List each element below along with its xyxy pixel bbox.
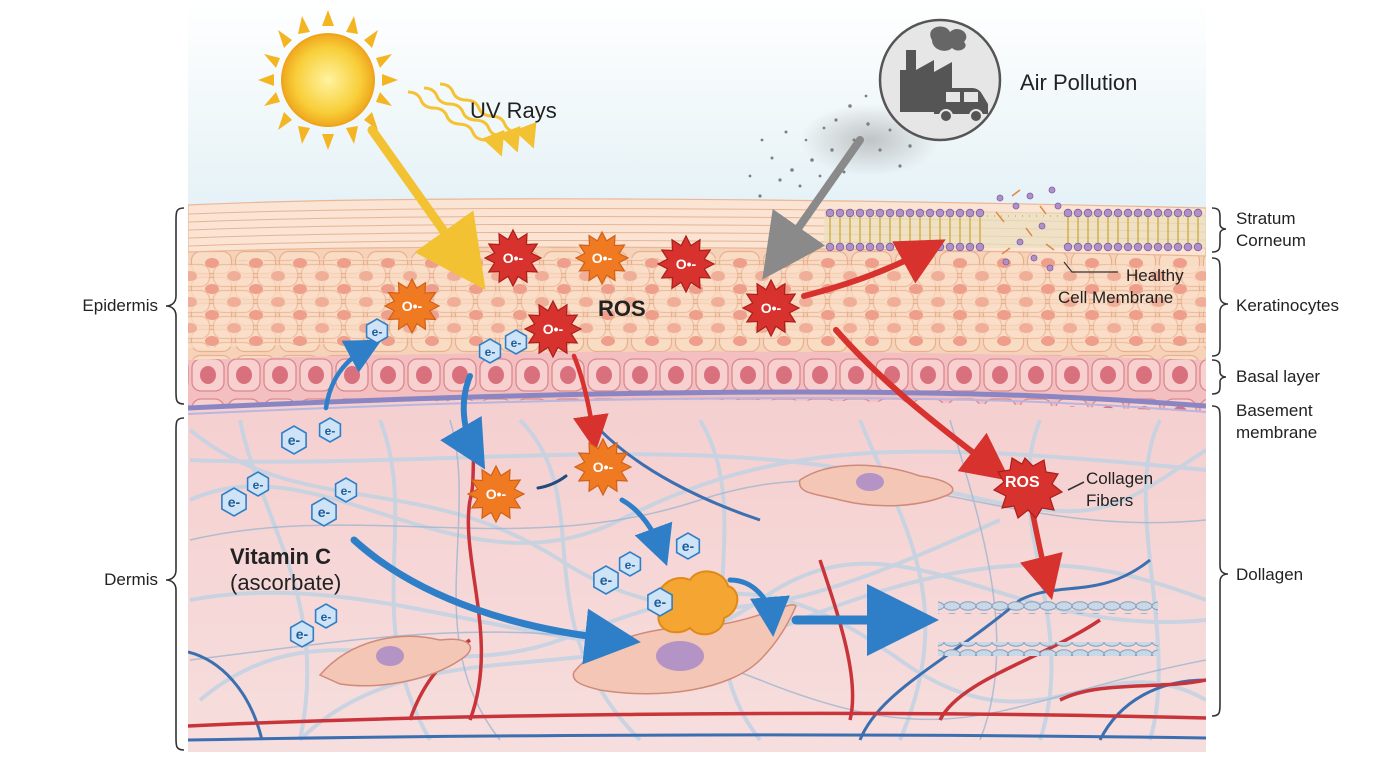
superoxide-symbol: O•-: [503, 250, 524, 266]
ros-red-arrows: [571, 239, 1063, 601]
electron-symbol: e-: [654, 594, 667, 610]
fibroblast-upper: [798, 464, 954, 507]
electron-hex-3: e-: [504, 329, 528, 355]
electron-hex-7: e-: [246, 471, 270, 497]
label-collagen: Collagen: [1086, 469, 1154, 488]
electron-hex-10: e-: [289, 620, 315, 648]
fibroblast-lower-left: [318, 635, 472, 687]
ros-burst-3: O•-: [656, 234, 716, 294]
ros-burst-1: O•-: [483, 228, 543, 288]
label-epidermis: Epidermis: [82, 296, 158, 315]
electron-hex-11: e-: [314, 603, 338, 629]
ros-burst-8: O•-: [466, 464, 526, 524]
electron-blue-arrows: [323, 339, 939, 665]
label-ascorbate: (ascorbate): [230, 570, 342, 595]
superoxide-symbol: O•-: [592, 250, 613, 266]
label-keratinocytes: Keratinocytes: [1236, 296, 1339, 315]
superoxide-symbol: O•-: [543, 321, 564, 337]
electron-symbol: e-: [625, 558, 636, 572]
label-cell-membrane: Cell Membrane: [1058, 288, 1174, 307]
ros-burst-2: O•-: [574, 230, 630, 286]
label-stratum: Stratum: [1236, 209, 1296, 228]
electron-transfer-dash: [536, 474, 568, 490]
electron-hex-1: e-: [365, 318, 389, 344]
electron-symbol: e-: [318, 504, 331, 520]
bracket-lines: [165, 207, 1229, 751]
superoxide-symbol: O•-: [676, 256, 697, 272]
ros-dermis-burst: [992, 456, 1064, 520]
electron-symbol: e-: [228, 494, 241, 510]
car-icon: [934, 88, 988, 123]
electron-hex-6: e-: [221, 487, 247, 517]
electron-symbol: e-: [372, 325, 383, 339]
electron-symbol: e-: [296, 626, 309, 642]
collagen-helix-top: [938, 600, 1158, 614]
superoxide-symbol: O•-: [486, 486, 507, 502]
label-fibers: Fibers: [1086, 491, 1134, 510]
collagen-helix-bottom: [938, 642, 1158, 656]
label-dollagen: Dollagen: [1236, 565, 1304, 584]
electron-symbol: e-: [325, 424, 336, 438]
label-vitamin-c: Vitamin C: [230, 544, 332, 569]
factory-icon: [878, 18, 1002, 142]
label-ros-main: ROS: [598, 296, 646, 321]
electron-hex-4: e-: [281, 425, 307, 455]
sun-icon: [258, 10, 398, 150]
electron-hex-13: e-: [618, 551, 642, 577]
label-ros-dermis: ROS: [1005, 474, 1040, 491]
membrane-debris: [996, 186, 1062, 272]
electron-hex-5: e-: [318, 417, 342, 443]
basement-membrane: [188, 389, 1206, 411]
ros-burst-7: O•-: [573, 437, 633, 497]
label-uv-rays: UV Rays: [470, 98, 557, 123]
electron-hex-9: e-: [334, 477, 358, 503]
electron-symbol: e-: [511, 336, 522, 350]
label-corneum: Corneum: [1236, 231, 1306, 250]
superoxide-symbol: O•-: [593, 459, 614, 475]
superoxide-symbol: O•-: [402, 298, 423, 314]
electron-symbol: e-: [485, 345, 496, 359]
electron-symbol: e-: [600, 572, 613, 588]
ros-burst-4: O•-: [383, 277, 441, 335]
electron-symbol: e-: [321, 610, 332, 624]
uv-wave-rays: [407, 82, 537, 157]
label-air-pollution: Air Pollution: [1020, 70, 1138, 95]
electron-symbol: e-: [253, 478, 264, 492]
label-basement: Basement: [1236, 401, 1313, 420]
electron-symbol: e-: [341, 484, 352, 498]
electron-symbol: e-: [682, 538, 695, 554]
label-healthy: Healthy: [1126, 266, 1184, 285]
superoxide-symbol: O•-: [761, 300, 782, 316]
label-membrane: membrane: [1236, 423, 1318, 442]
electron-hex-12: e-: [593, 565, 619, 595]
ros-burst-6: O•-: [741, 278, 801, 338]
enzyme-blob: [656, 570, 739, 636]
electron-symbol: e-: [288, 432, 301, 448]
pollution-arrow: [762, 136, 864, 280]
ros-burst-5: O•-: [523, 299, 583, 359]
electron-hex-8: e-: [311, 497, 337, 527]
electron-hex-2: e-: [478, 338, 502, 364]
uv-main-arrow: [367, 125, 486, 291]
label-basal-layer: Basal layer: [1236, 367, 1321, 386]
label-dermis: Dermis: [104, 570, 158, 589]
electron-hex-15: e-: [675, 532, 701, 560]
electron-hex-14: e-: [647, 587, 673, 617]
